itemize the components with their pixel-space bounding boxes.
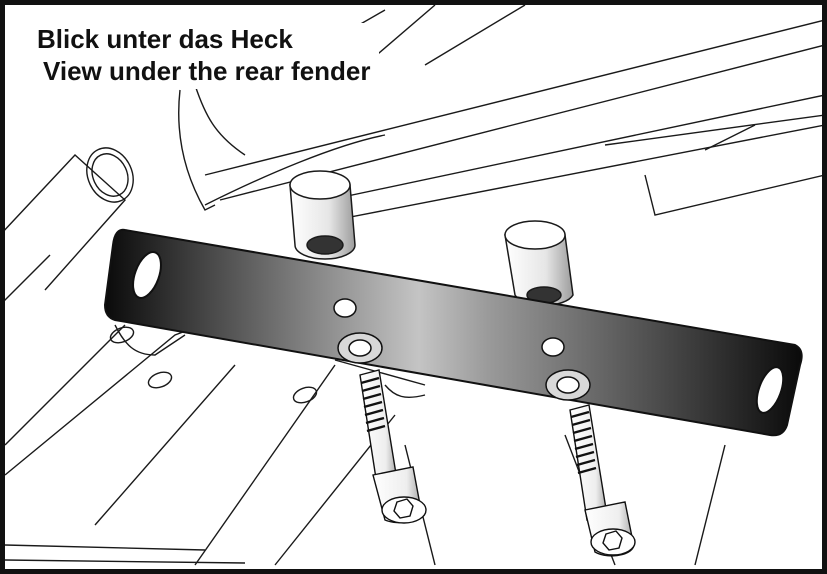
washer-right [545, 369, 591, 401]
spacer-left [289, 170, 356, 260]
caption-german: Blick unter das Heck [37, 24, 293, 54]
caption-english: View under the rear fender [43, 56, 371, 86]
spacer-right [504, 220, 574, 307]
technical-drawing [5, 5, 822, 566]
caption-box: Blick unter das Heck View under the rear… [35, 23, 379, 89]
bracket-bar [103, 228, 803, 437]
bolt-hole-right [541, 337, 565, 357]
bolt-left [359, 369, 427, 524]
washer-left [337, 332, 383, 364]
slot-hole-left [132, 251, 162, 299]
bolt-right [569, 404, 636, 557]
slot-hole-right [755, 366, 785, 414]
chassis-lines [5, 5, 822, 566]
bolt-hole-left [333, 298, 357, 318]
